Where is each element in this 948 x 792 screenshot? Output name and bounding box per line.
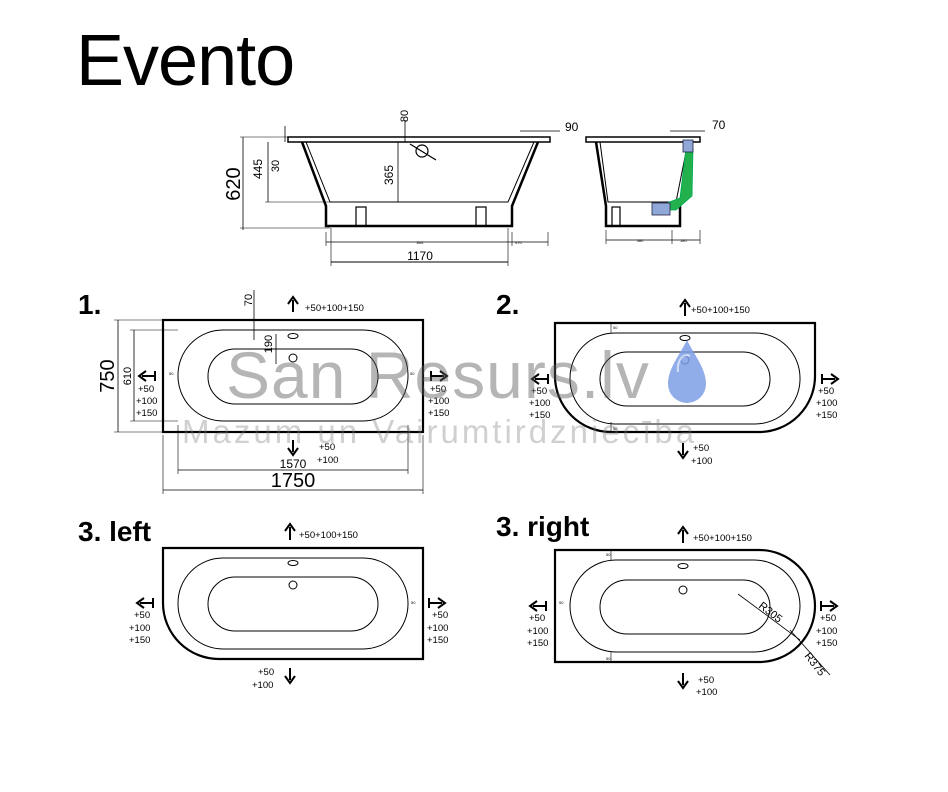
- side-view: [240, 120, 560, 266]
- variant-3-right-plan: [553, 548, 831, 676]
- v3r-right-150: +150: [816, 638, 837, 649]
- v1-arrows: [137, 295, 449, 457]
- v2-bottom-100: +100: [691, 456, 712, 467]
- v2-right-100: +100: [816, 398, 837, 409]
- v3r-right-100: +100: [816, 626, 837, 637]
- v2-mark-top: 50: [613, 325, 618, 330]
- v3r-mark-bottom: 50: [606, 656, 611, 661]
- dim-small-a: 800: [417, 240, 424, 245]
- v3r-arrows: [528, 525, 839, 690]
- variant-2-plan: [553, 321, 817, 434]
- v3r-top-adjust: +50+100+150: [693, 533, 752, 544]
- dim-750: 750: [97, 359, 119, 392]
- dim-620: 620: [223, 167, 245, 200]
- v3l-left-100: +100: [129, 623, 150, 634]
- dim-365: 365: [382, 165, 396, 185]
- v1-bottom-50: +50: [319, 442, 335, 453]
- v2-right-150: +150: [816, 410, 837, 421]
- variant-2-label: 2.: [496, 289, 519, 320]
- v3l-right-150: +150: [427, 635, 448, 646]
- v3l-arrows: [135, 522, 447, 685]
- drain-pipe: [651, 139, 694, 216]
- v3l-bottom-50: +50: [258, 667, 274, 678]
- v3l-right-50: +50: [432, 610, 448, 621]
- variant-3-right-label: 3. right: [496, 511, 589, 542]
- dim-small-b: 470: [515, 240, 522, 245]
- dim-70-top: 70: [243, 294, 255, 306]
- dim-80: 80: [399, 110, 411, 122]
- v2-left-150: +150: [529, 410, 550, 421]
- water-drop-logo: [668, 340, 706, 403]
- v3l-top-adjust: +50+100+150: [299, 530, 358, 541]
- v3l-mark-right: 50: [411, 600, 416, 605]
- v3l-right-100: +100: [427, 623, 448, 634]
- v2-right-50: +50: [818, 386, 834, 397]
- v3l-left-50: +50: [134, 610, 150, 621]
- end-dim-small-b: 180: [680, 238, 687, 243]
- v2-top-adjust: +50+100+150: [691, 305, 750, 316]
- variant-1-plan: [114, 290, 425, 494]
- v2-bottom-50: +50: [693, 443, 709, 454]
- v1-right-150: +150: [428, 408, 449, 419]
- v3r-left-50: +50: [529, 613, 545, 624]
- v2-left-50: +50: [531, 386, 547, 397]
- watermark-sub: Mazum un Vairumtirdzniecība: [182, 413, 698, 450]
- v1-left-150: +150: [136, 408, 157, 419]
- dim-30: 30: [270, 160, 282, 172]
- v3r-bottom-100: +100: [696, 687, 717, 698]
- v3r-bottom-50: +50: [698, 675, 714, 686]
- variant-2-labels: 50 50 +50+100+150 +50 +100 +150 +50 +100…: [529, 305, 837, 467]
- page-title: Evento: [76, 21, 295, 101]
- v3r-left-150: +150: [527, 638, 548, 649]
- v1-top-adjust: +50+100+150: [305, 303, 364, 314]
- variant-3-left-label: 3. left: [78, 516, 151, 547]
- v1-right-100: +100: [428, 396, 449, 407]
- dim-1750: 1750: [271, 470, 316, 492]
- dim-190: 190: [263, 335, 275, 353]
- v1-left-50: +50: [138, 384, 154, 395]
- v3r-left-100: +100: [527, 626, 548, 637]
- variant-1-labels: 1750 1570 750 610 70 190 50 50 +50+100+1…: [97, 294, 449, 492]
- end-dim-small-a: 380: [637, 238, 644, 243]
- v3l-left-150: +150: [129, 635, 150, 646]
- dim-90: 90: [565, 120, 579, 134]
- v3r-mark-top: 50: [606, 552, 611, 557]
- v3r-right-50: +50: [820, 613, 836, 624]
- watermark-main: San Resurs.lv: [226, 338, 650, 412]
- v1-right-50: +50: [430, 384, 446, 395]
- dim-1570: 1570: [280, 457, 307, 471]
- variant-1-label: 1.: [78, 289, 101, 320]
- v1-bottom-100: +100: [317, 455, 338, 466]
- variant-3-left-plan: [161, 546, 425, 661]
- v2-arrows: [530, 298, 840, 460]
- v1-left-100: +100: [136, 396, 157, 407]
- v1-mark-right: 50: [410, 371, 415, 376]
- side-view-labels: 620 445 30 365 80 1170 800 470 90: [223, 110, 579, 263]
- v1-mark-left: 50: [169, 371, 174, 376]
- variant-3-left-labels: 50 +50+100+150 +50 +100 +150 +50 +100 +1…: [129, 530, 448, 691]
- v3l-bottom-100: +100: [252, 680, 273, 691]
- dim-610: 610: [122, 367, 134, 385]
- v3r-mark-left: 50: [559, 600, 564, 605]
- v2-mark-bottom: 50: [613, 426, 618, 431]
- dim-1170: 1170: [407, 249, 433, 263]
- dim-70: 70: [712, 118, 726, 132]
- v2-left-100: +100: [529, 398, 550, 409]
- dim-r375: R375: [802, 650, 828, 678]
- dim-445: 445: [251, 159, 265, 179]
